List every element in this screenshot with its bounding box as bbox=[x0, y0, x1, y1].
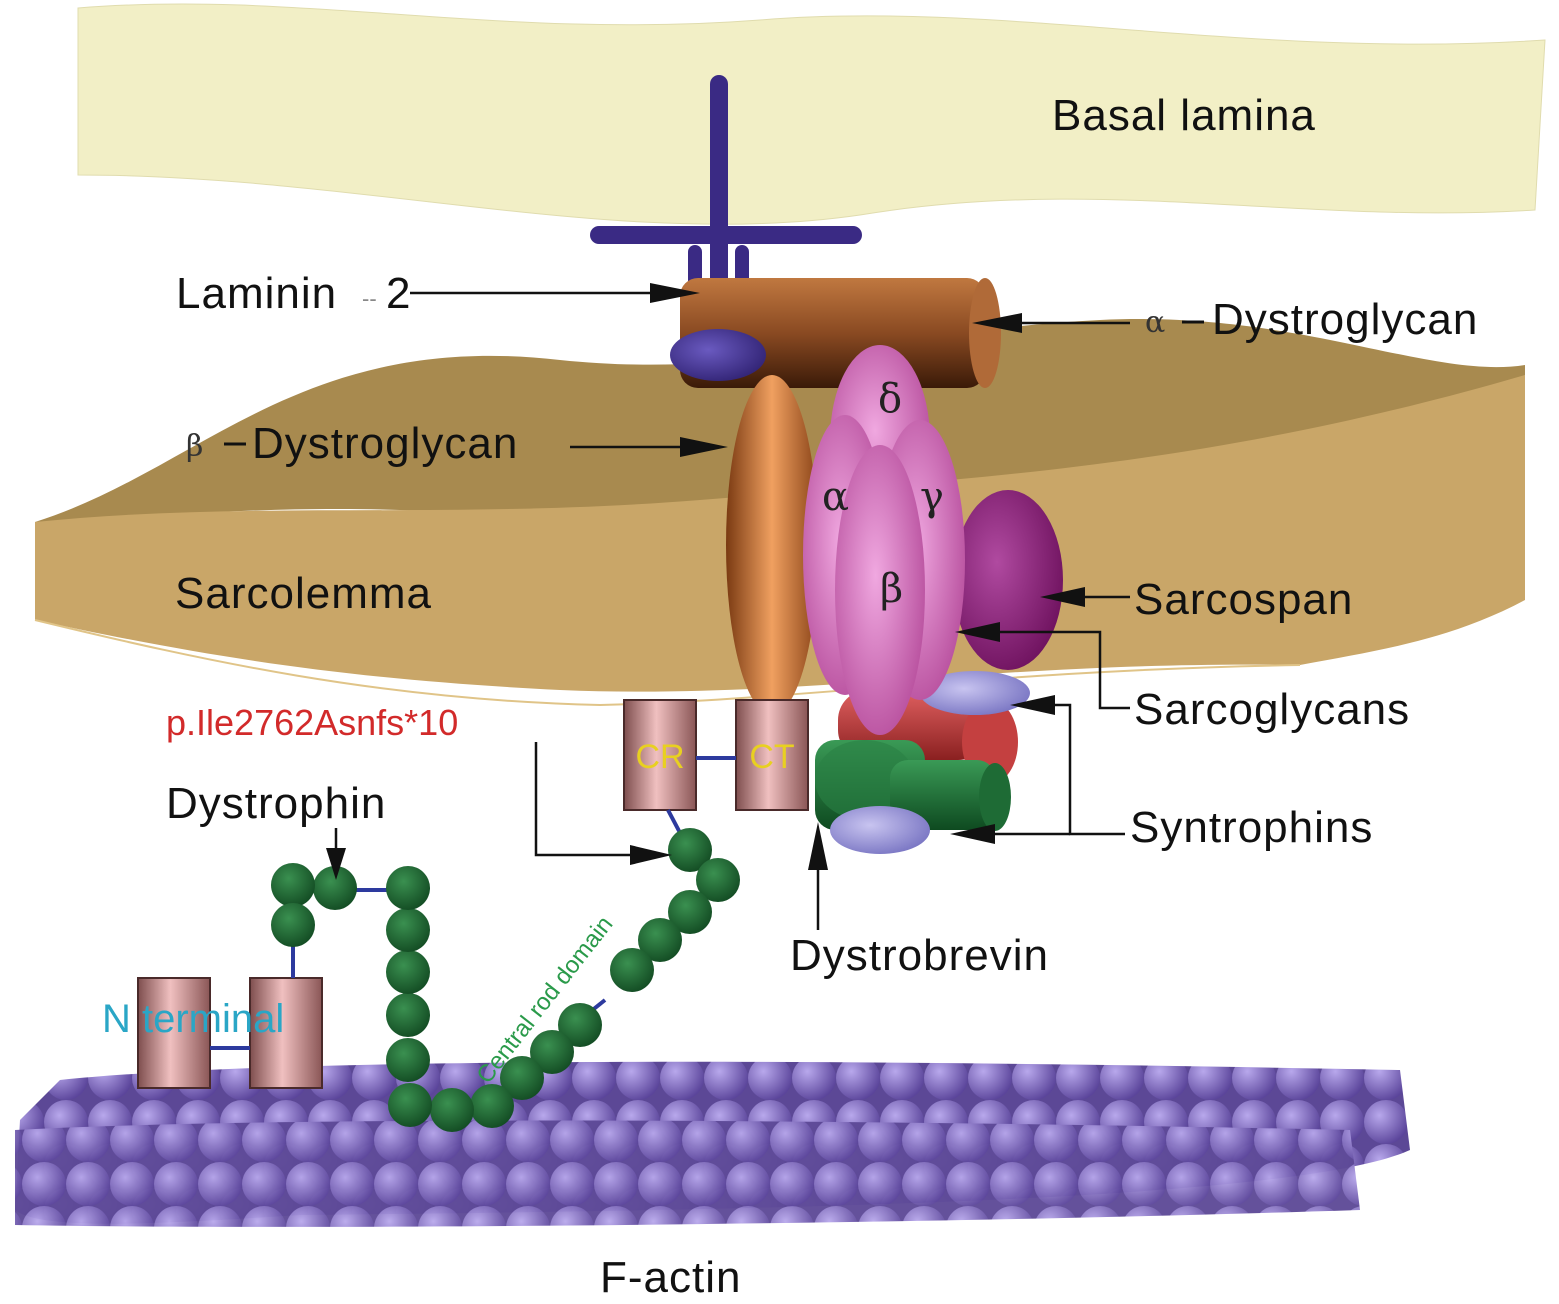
dystrobrevin-lavender bbox=[830, 806, 930, 854]
sg-alpha: α bbox=[822, 474, 849, 520]
cr-label: CR bbox=[635, 738, 684, 776]
sg-beta: β bbox=[880, 566, 903, 612]
dystrophin-beads bbox=[271, 828, 740, 1132]
laminin-label: Laminin bbox=[176, 269, 337, 318]
dystrophin-cr-box bbox=[623, 699, 697, 811]
n-terminal-box-2 bbox=[249, 977, 323, 1089]
leader-lines bbox=[326, 283, 1130, 930]
f-actin-label: F-actin bbox=[600, 1253, 741, 1302]
sarcospan bbox=[953, 490, 1063, 670]
n-terminal-box-1 bbox=[137, 977, 211, 1089]
laminin-number: 2 bbox=[386, 269, 411, 318]
laminin-dash: -- bbox=[362, 286, 377, 311]
syntrophin-green-cylinders bbox=[815, 740, 1011, 831]
sarcolemma-lower-edge bbox=[34, 619, 1301, 707]
beta-dystroglycan bbox=[726, 375, 818, 715]
alpha-dg-label: Dystroglycan bbox=[1212, 295, 1478, 344]
sarcolemma-label: Sarcolemma bbox=[175, 569, 432, 618]
dystrophin-ct-box bbox=[735, 699, 809, 811]
mutation-label: p.Ile2762Asnfs*10 bbox=[166, 702, 458, 743]
basal-lamina-label: Basal lamina bbox=[1052, 91, 1316, 140]
alpha-dg-symbol: α bbox=[1145, 305, 1165, 340]
beta-dg-symbol: β bbox=[186, 429, 203, 464]
sg-gamma: γ bbox=[920, 474, 944, 520]
dystrophin-label: Dystrophin bbox=[166, 779, 386, 828]
ct-label: CT bbox=[749, 738, 794, 776]
sarcoglycans-complex bbox=[803, 345, 965, 735]
syntrophins-label: Syntrophins bbox=[1130, 803, 1373, 852]
sarcoglycans-label: Sarcoglycans bbox=[1134, 685, 1410, 734]
sarcospan-label: Sarcospan bbox=[1134, 575, 1353, 624]
laminin-globule bbox=[670, 329, 766, 381]
f-actin-filament bbox=[15, 1061, 1410, 1227]
dystrobrevin-label: Dystrobrevin bbox=[790, 931, 1049, 980]
beta-dg-label: Dystroglycan bbox=[252, 419, 518, 468]
n-terminal-label: N terminal bbox=[102, 997, 284, 1041]
syntrophin-lavender bbox=[920, 671, 1030, 715]
basal-lamina-sheet bbox=[77, 3, 1546, 225]
sg-delta: δ bbox=[878, 376, 902, 422]
